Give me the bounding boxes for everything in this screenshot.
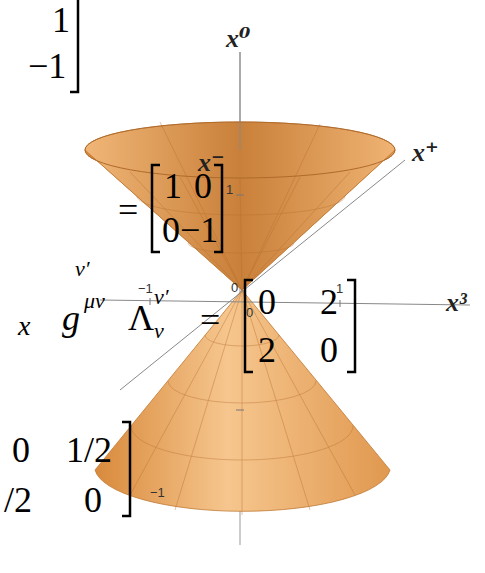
axis-label: x⁺ <box>412 140 439 166</box>
cone-lower <box>95 290 390 511</box>
axis-label: x⁻ <box>198 150 225 176</box>
matrix-entry: −1 <box>28 48 66 84</box>
math-symbol: Λ <box>128 300 154 336</box>
equals-sign: = <box>118 192 138 228</box>
tick-label: 1 <box>226 183 233 196</box>
tick-label: 0 <box>246 306 253 319</box>
axis-label: x⁰ <box>226 26 250 52</box>
math-index: ν′ <box>154 286 169 308</box>
tick-label: 1 <box>336 282 343 295</box>
axis-line <box>120 160 405 390</box>
math-index: ν <box>154 320 164 342</box>
matrix-entry: /2 <box>4 482 32 518</box>
matrix-entry: 0 <box>162 212 180 248</box>
tick-label: 0 <box>231 281 238 294</box>
math-index: μν <box>84 290 105 312</box>
tick-label: −1 <box>138 282 153 295</box>
equals-sign: = <box>200 302 220 338</box>
matrix-entry: 0 <box>84 482 102 518</box>
matrix-bracket <box>70 0 355 516</box>
math-symbol: g <box>62 300 80 336</box>
math-index: ν′ <box>75 258 90 280</box>
tick-label: −1 <box>150 486 165 499</box>
matrix-entry: 2 <box>320 284 338 320</box>
matrix-entry: −1 <box>180 212 218 248</box>
axis-label: x³ <box>446 290 467 316</box>
matrix-entry: 1/2 <box>66 432 112 468</box>
matrix-entry: 0 <box>320 332 338 368</box>
matrix-entry: 2 <box>258 332 276 368</box>
matrix-entry: 1 <box>164 168 182 204</box>
matrix-entry: 0 <box>12 432 30 468</box>
matrix-entry: 0 <box>258 284 276 320</box>
matrix-entry: 1 <box>52 2 70 38</box>
math-symbol: x <box>18 312 30 340</box>
